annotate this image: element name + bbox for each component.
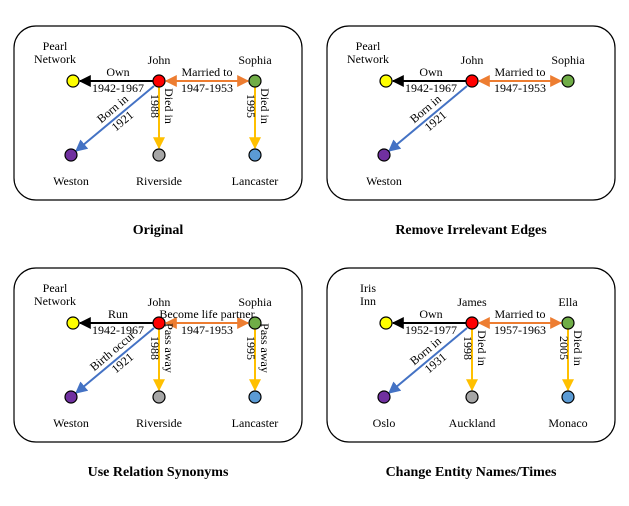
node-person [152, 316, 166, 330]
node-person [465, 74, 479, 88]
node-spouse-death-place [248, 390, 262, 404]
node-spouse [248, 316, 262, 330]
entity-org-line1: Iris [360, 281, 376, 295]
node-org [379, 316, 393, 330]
entity-death-place: Riverside [136, 416, 182, 430]
edge-married-time: 1947-1953 [181, 323, 233, 337]
entity-org-line1: Pearl [43, 281, 68, 295]
node-spouse [561, 316, 575, 330]
edge-own-label: Own [419, 307, 442, 321]
edge-died-time: 1988 [148, 336, 162, 360]
edge-own-label: Own [106, 65, 129, 79]
edge-own-time: 1942-1967 [405, 81, 457, 95]
edge-own-label: Run [108, 307, 128, 321]
entity-org-line2: Network [34, 52, 76, 66]
node-death-place [152, 148, 166, 162]
panel-frame [13, 267, 303, 443]
node-person [465, 316, 479, 330]
entity-death-place: Riverside [136, 174, 182, 188]
edge-married-label: Married to [495, 307, 546, 321]
node-death-place [152, 390, 166, 404]
edge-own-label: Own [419, 65, 442, 79]
entity-person: John [148, 53, 171, 67]
entity-birth-place: Weston [53, 174, 89, 188]
edge-born [75, 85, 155, 152]
panel-caption: Change Entity Names/Times [386, 465, 557, 480]
edge-spouse-died-time: 1995 [244, 94, 258, 118]
panel-caption: Original [133, 223, 184, 238]
node-death-place [465, 390, 479, 404]
node-birth-place [377, 390, 391, 404]
edge-married-label: Married to [182, 65, 233, 79]
edge-spouse-died-label: Died in [571, 330, 585, 366]
node-birth-place [64, 390, 78, 404]
node-birth-place [377, 148, 391, 162]
node-spouse-death-place [248, 148, 262, 162]
entity-birth-place: Oslo [373, 416, 396, 430]
panel-caption: Remove Irrelevant Edges [395, 223, 547, 238]
entity-person: James [457, 295, 487, 309]
edge-died-time: 1998 [461, 336, 475, 360]
panel-frame [326, 25, 616, 201]
edge-died-time: 1988 [148, 94, 162, 118]
entity-spouse: Sophia [238, 295, 272, 309]
edge-born [388, 85, 468, 152]
entity-death-place: Auckland [449, 416, 496, 430]
edge-married-time: 1947-1953 [494, 81, 546, 95]
entity-org-line2: Inn [360, 294, 376, 308]
node-spouse-death-place [561, 390, 575, 404]
panel-frame [326, 267, 616, 443]
entity-spouse: Sophia [238, 53, 272, 67]
edge-married-label: Become life partner [159, 307, 254, 321]
entity-birth-place: Weston [53, 416, 89, 430]
node-org [66, 316, 80, 330]
edge-died-label: Died in [475, 330, 489, 366]
entity-org-line2: Network [347, 52, 389, 66]
edge-own-time: 1952-1977 [405, 323, 457, 337]
entity-spouse-death-place: Lancaster [232, 174, 279, 188]
panel-frame [13, 25, 303, 201]
entity-org-line2: Network [34, 294, 76, 308]
edge-own-time: 1942-1967 [92, 81, 144, 95]
entity-person: John [148, 295, 171, 309]
edge-married-label: Married to [495, 65, 546, 79]
entity-org-line1: Pearl [43, 39, 68, 53]
entity-spouse: Sophia [551, 53, 585, 67]
edge-married-time: 1947-1953 [181, 81, 233, 95]
edge-spouse-died-time: 1995 [244, 336, 258, 360]
entity-birth-place: Weston [366, 174, 402, 188]
node-org [66, 74, 80, 88]
edge-own-time: 1942-1967 [92, 323, 144, 337]
entity-org-line1: Pearl [356, 39, 381, 53]
edge-married-time: 1957-1963 [494, 323, 546, 337]
edge-spouse-died-label: Pass away [258, 323, 272, 373]
edge-born [388, 327, 468, 394]
node-spouse [561, 74, 575, 88]
edge-died-label: Pass away [162, 323, 176, 373]
node-org [379, 74, 393, 88]
edge-spouse-died-time: 2005 [557, 336, 571, 360]
entity-person: John [461, 53, 484, 67]
entity-spouse-death-place: Monaco [548, 416, 587, 430]
node-person [152, 74, 166, 88]
edge-spouse-died-label: Died in [258, 88, 272, 124]
edge-born [75, 327, 155, 394]
node-spouse [248, 74, 262, 88]
entity-spouse-death-place: Lancaster [232, 416, 279, 430]
panel-caption: Use Relation Synonyms [88, 465, 229, 480]
node-birth-place [64, 148, 78, 162]
edge-died-label: Died in [162, 88, 176, 124]
entity-spouse: Ella [558, 295, 578, 309]
